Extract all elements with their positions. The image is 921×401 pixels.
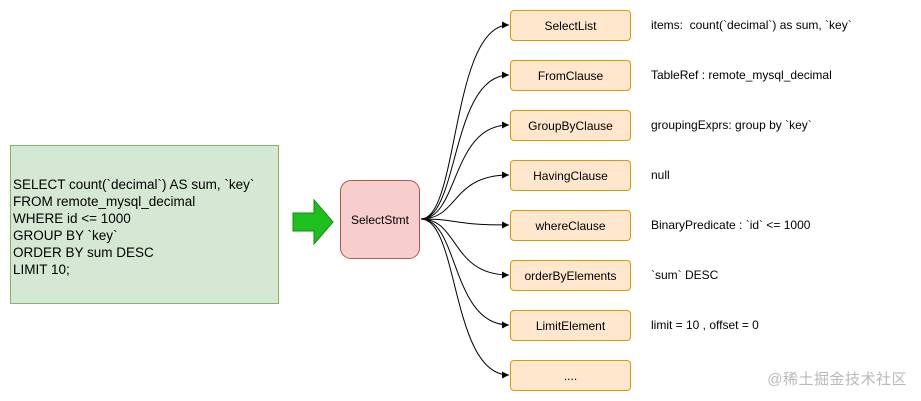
node-label: GroupByClause	[528, 118, 613, 133]
sql-line: FROM remote_mysql_decimal	[13, 194, 196, 209]
sql-line: WHERE id <= 1000	[13, 211, 131, 226]
limit-element-desc: limit = 10 , offset = 0	[651, 318, 759, 332]
watermark: @稀土掘金技术社区	[767, 371, 907, 388]
connector-edge	[420, 218, 510, 379]
more-nodes-node: ....	[510, 360, 631, 391]
connector-edge	[420, 218, 510, 279]
select-stmt-node: SelectStmt	[340, 180, 420, 259]
sql-query-box: SELECT count(`decimal`) AS sum, `key` FR…	[10, 145, 279, 304]
connector-edge	[420, 218, 510, 229]
where-clause-node: whereClause	[510, 210, 631, 241]
parse-arrow-icon	[292, 198, 334, 246]
node-label: orderByElements	[524, 268, 617, 283]
group-by-clause-node: GroupByClause	[510, 110, 631, 141]
select-list-desc: items: count(`decimal`) as sum, `key`	[651, 18, 852, 32]
node-label: LimitElement	[535, 318, 606, 333]
sql-query-text: SELECT count(`decimal`) AS sum, `key` FR…	[13, 176, 254, 278]
from-clause-node: FromClause	[510, 60, 631, 91]
sql-line: GROUP BY `key`	[13, 228, 118, 243]
select-stmt-label: SelectStmt	[350, 212, 410, 227]
connector-edge	[420, 121, 510, 220]
having-clause-desc: null	[651, 168, 670, 182]
sql-line: LIMIT 10;	[13, 262, 70, 277]
connector-edge	[420, 218, 510, 329]
sql-line: ORDER BY sum DESC	[13, 245, 154, 260]
connector-edge	[420, 71, 510, 220]
select-list-node: SelectList	[510, 10, 631, 41]
node-label: whereClause	[535, 218, 606, 233]
sql-line: SELECT count(`decimal`) AS sum, `key`	[13, 177, 255, 192]
group-by-clause-desc: groupingExprs: group by `key`	[651, 118, 812, 132]
from-clause-desc: TableRef : remote_mysql_decimal	[651, 68, 832, 82]
having-clause-node: HavingClause	[510, 160, 631, 191]
node-label: HavingClause	[533, 168, 608, 183]
connector-edge	[420, 171, 510, 220]
node-label: ....	[563, 368, 578, 383]
order-by-elements-desc: `sum` DESC	[651, 268, 719, 282]
limit-element-node: LimitElement	[510, 310, 631, 341]
order-by-elements-node: orderByElements	[510, 260, 631, 291]
where-clause-desc: BinaryPredicate : `id` <= 1000	[651, 218, 811, 232]
connector-edge	[420, 21, 510, 220]
node-label: SelectList	[544, 18, 597, 33]
node-label: FromClause	[537, 68, 604, 83]
